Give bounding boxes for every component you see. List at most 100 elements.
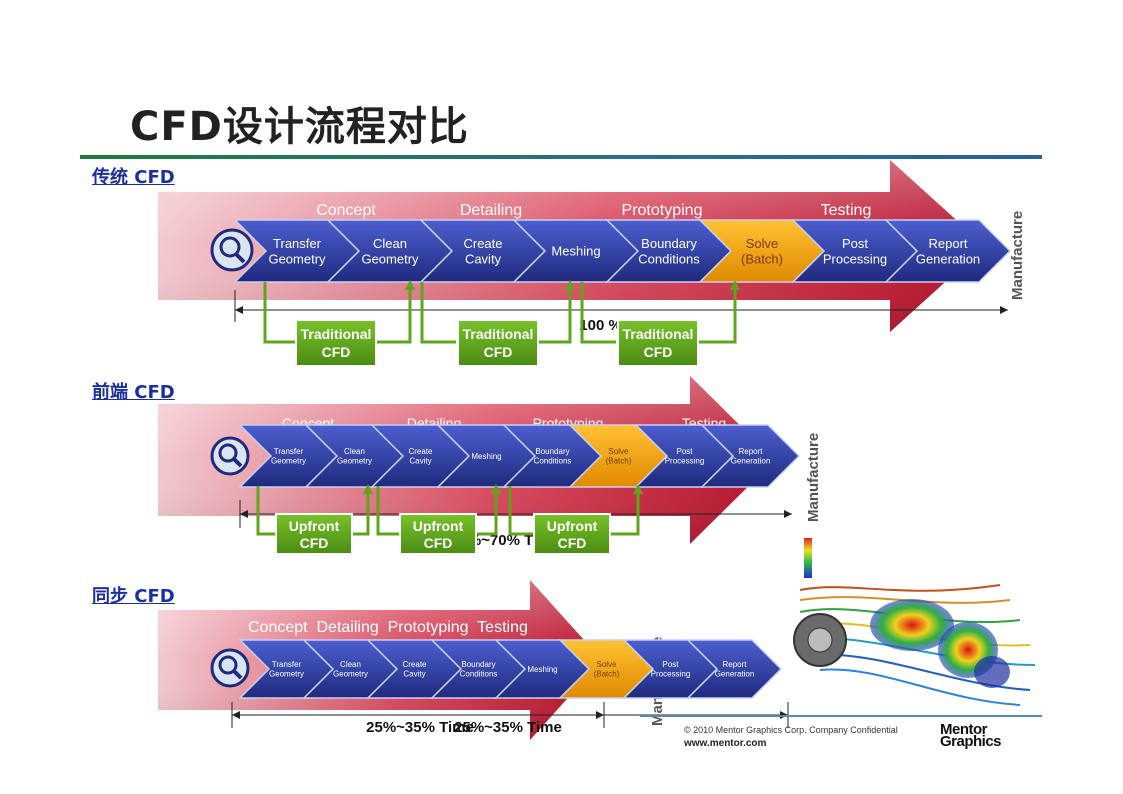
step-label: Create — [463, 236, 502, 251]
step-label: Geometry — [333, 670, 368, 679]
step-label: Generation — [916, 251, 980, 266]
svg-text:CFD: CFD — [424, 535, 453, 551]
step-label: Cavity — [409, 457, 431, 466]
svg-text:CFD: CFD — [484, 344, 513, 360]
step-label: Cavity — [465, 251, 502, 266]
step-label: Clean — [340, 660, 361, 669]
step-label: Report — [928, 236, 967, 251]
svg-text:Upfront: Upfront — [547, 518, 598, 534]
step-label: Generation — [715, 670, 755, 679]
section-label-traditional[interactable]: 传统 CFD — [92, 167, 175, 188]
phase-label: Testing — [821, 202, 872, 219]
step-label: Geometry — [361, 251, 419, 266]
step-label: (Batch) — [606, 457, 632, 466]
section-label-sync[interactable]: 同步 CFD — [92, 586, 175, 607]
step-label: Geometry — [271, 457, 306, 466]
step-label: Boundary — [461, 660, 495, 669]
phase-label: Prototyping — [622, 202, 703, 219]
step-label: Transfer — [272, 660, 302, 669]
step-label: Transfer — [273, 236, 322, 251]
step-label: Transfer — [274, 447, 304, 456]
section-traditional: Concept Detailing Prototyping Testing Ma… — [158, 160, 1026, 367]
step-label: Conditions — [638, 251, 700, 266]
section-label-frontend[interactable]: 前端 CFD — [92, 382, 175, 403]
step-label: Report — [722, 660, 747, 669]
step-label: Clean — [373, 236, 407, 251]
step-label: Solve — [608, 447, 629, 456]
traditional-cfd-box: Traditional CFD — [295, 319, 377, 367]
upfront-cfd-box: Upfront CFD — [533, 513, 611, 555]
svg-text:CFD: CFD — [300, 535, 329, 551]
magnifier-icon — [210, 228, 254, 272]
traditional-cfd-loops: Traditional CFD Traditional CFD Traditio… — [263, 280, 740, 367]
step-label: Boundary — [535, 447, 569, 456]
footer-url[interactable]: www.mentor.com — [684, 738, 767, 749]
footer-copyright: © 2010 Mentor Graphics Corp. Company Con… — [684, 725, 898, 735]
title-rule — [80, 155, 1042, 159]
step-label: Report — [738, 447, 763, 456]
time-label-sync: 25%~35% Time — [366, 719, 474, 736]
traditional-cfd-box: Traditional CFD — [617, 319, 699, 367]
time-label-sync-overlap: 25%~35% Time — [454, 719, 562, 736]
svg-text:CFD: CFD — [644, 344, 673, 360]
step-label: Generation — [731, 457, 771, 466]
step-label: Geometry — [269, 670, 304, 679]
traditional-cfd-box: Traditional CFD — [457, 319, 539, 367]
step-chevrons-traditional: TransferGeometryCleanGeometryCreateCavit… — [233, 219, 1012, 283]
section-frontend: Concept Detailing Prototyping Testing Ma… — [158, 376, 822, 555]
step-label: Boundary — [641, 236, 697, 251]
step-label: Conditions — [534, 457, 572, 466]
cfd-simulation-image — [793, 538, 1036, 706]
time-label-frontend: 50%~70% Time — [451, 532, 559, 549]
step-chevrons-frontend: TransferGeometryCleanGeometryCreateCavit… — [238, 424, 801, 488]
step-label: Conditions — [460, 670, 498, 679]
svg-text:Upfront: Upfront — [413, 518, 464, 534]
step-chevrons-sync: TransferGeometryCleanGeometryCreateCavit… — [238, 639, 783, 699]
manufacture-label: Manufacture — [1009, 211, 1026, 300]
step-label: Post — [842, 236, 868, 251]
step-label: Create — [402, 660, 427, 669]
section-sync: Concept Detailing Prototyping Testing Ma… — [158, 580, 789, 740]
step-label: Post — [676, 447, 693, 456]
svg-text:CFD: CFD — [322, 344, 351, 360]
step-label: Post — [662, 660, 679, 669]
sync-phases-label: Concept Detailing Prototyping Testing — [248, 619, 528, 636]
svg-text:CFD: CFD — [558, 535, 587, 551]
step-label: Solve — [596, 660, 617, 669]
color-scale-icon — [804, 538, 812, 578]
upfront-cfd-loops: Upfront CFD Upfront CFD Upfront CFD — [256, 484, 643, 555]
magnifier-icon — [210, 648, 250, 688]
phase-label: Detailing — [460, 202, 522, 219]
upfront-cfd-box: Upfront CFD — [399, 513, 477, 555]
magnifier-icon — [210, 436, 250, 476]
step-label: Processing — [651, 670, 691, 679]
slide-title: CFD设计流程对比 — [130, 104, 469, 150]
mentor-graphics-logo: Mentor Graphics — [940, 721, 1002, 750]
step-label: (Batch) — [741, 251, 783, 266]
step-label: Cavity — [403, 670, 425, 679]
svg-text:Upfront: Upfront — [289, 518, 340, 534]
svg-text:Traditional: Traditional — [623, 326, 694, 342]
step-label: Geometry — [268, 251, 326, 266]
step-label: Processing — [665, 457, 705, 466]
step-label: Meshing — [551, 244, 600, 259]
time-span-sync: 25%~35% Time 25%~35% Time — [231, 702, 789, 736]
step-label: Geometry — [337, 457, 372, 466]
step-label: Solve — [746, 236, 779, 251]
svg-text:Traditional: Traditional — [463, 326, 534, 342]
step-label: Clean — [344, 447, 365, 456]
step-label: Processing — [823, 251, 887, 266]
phase-label: Concept — [316, 202, 376, 219]
step-label: Meshing — [471, 452, 501, 461]
footer-rule — [640, 715, 1042, 717]
upfront-cfd-box: Upfront CFD — [275, 513, 353, 555]
svg-text:Traditional: Traditional — [301, 326, 372, 342]
